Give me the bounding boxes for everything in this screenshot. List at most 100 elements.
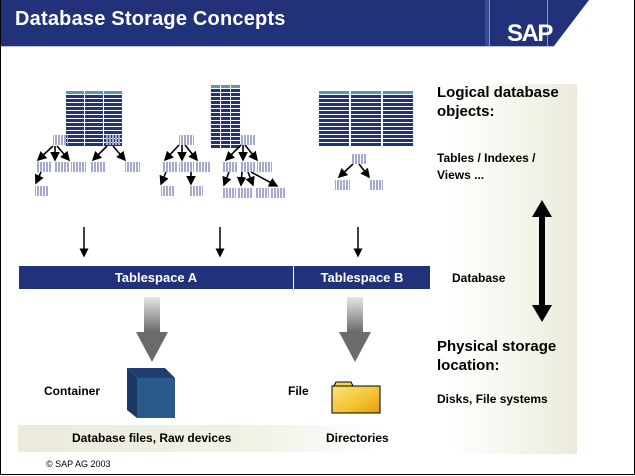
table-row-cell xyxy=(231,117,240,120)
tablespace-bar: Tablespace A Tablespace B xyxy=(19,266,430,289)
table-row-cell xyxy=(221,97,230,100)
file-label: File xyxy=(288,384,309,398)
table-row-cell xyxy=(85,111,103,114)
table-row-cell xyxy=(319,143,349,146)
table-row-cell xyxy=(211,141,220,144)
table-row-cell xyxy=(231,97,240,100)
bottom-band xyxy=(18,425,448,452)
table-icon xyxy=(319,91,413,146)
table-row-cell xyxy=(221,121,230,124)
database-label: Database xyxy=(452,271,506,285)
storage-arrow-a xyxy=(136,297,168,362)
table-row-cell xyxy=(383,143,413,146)
table-row-cell xyxy=(66,103,84,106)
table-row-cell xyxy=(221,93,230,96)
table-row-cell xyxy=(85,139,103,142)
table-row-cell xyxy=(104,103,122,106)
table-row-cell xyxy=(319,103,349,106)
header-diagonal xyxy=(548,0,589,46)
table-row-cell xyxy=(211,137,220,140)
table-row-cell xyxy=(351,95,381,98)
table-row-cell xyxy=(231,141,240,144)
table-row-cell xyxy=(211,97,220,100)
table-row-cell xyxy=(319,115,349,118)
table-row-cell xyxy=(231,93,240,96)
logical-examples-line1: Tables / Indexes / xyxy=(437,151,536,165)
table-row-cell xyxy=(351,111,381,114)
table-header-cell xyxy=(383,91,413,94)
side-panel xyxy=(447,84,577,454)
table-row-cell xyxy=(85,123,103,126)
table-row-cell xyxy=(66,143,84,146)
table-row-cell xyxy=(383,99,413,102)
table-row-cell xyxy=(231,145,240,148)
table-row-cell xyxy=(221,137,230,140)
table-row-cell xyxy=(85,115,103,118)
table-row-cell xyxy=(211,145,220,148)
table-row-cell xyxy=(383,119,413,122)
table-header-cell xyxy=(104,91,122,94)
cube-icon xyxy=(127,368,175,418)
table-row-cell xyxy=(319,123,349,126)
table-row-cell xyxy=(383,139,413,142)
table-row-cell xyxy=(351,131,381,134)
table-row-cell xyxy=(221,89,230,92)
arrow-down-icon xyxy=(136,332,168,362)
folder-icon xyxy=(331,381,381,414)
arrow-down-icon xyxy=(339,332,371,362)
table-row-cell xyxy=(231,125,240,128)
table-row-cell xyxy=(221,145,230,148)
table-row-cell xyxy=(351,107,381,110)
table-row-cell xyxy=(231,109,240,112)
table-row-cell xyxy=(221,101,230,104)
table-header-cell xyxy=(211,85,220,88)
double-arrow-icon xyxy=(532,200,552,322)
table-row-cell xyxy=(104,115,122,118)
header-band xyxy=(1,0,589,47)
table-header-cell xyxy=(351,91,381,94)
table-row-cell xyxy=(104,99,122,102)
table-row-cell xyxy=(104,131,122,134)
table-row-cell xyxy=(85,107,103,110)
table-row-cell xyxy=(221,113,230,116)
table-row-cell xyxy=(211,89,220,92)
table-row-cell xyxy=(383,115,413,118)
logical-heading-line1: Logical database xyxy=(437,84,559,101)
divider xyxy=(293,266,294,289)
table-row-cell xyxy=(221,129,230,132)
table-row-cell xyxy=(383,135,413,138)
table-row-cell xyxy=(211,121,220,124)
table-row-cell xyxy=(104,107,122,110)
table-row-cell xyxy=(104,127,122,130)
table-row-cell xyxy=(221,109,230,112)
table-row-cell xyxy=(85,119,103,122)
index-blocks xyxy=(35,135,383,198)
table-row-cell xyxy=(383,111,413,114)
table-row-cell xyxy=(231,113,240,116)
storage-arrow-b xyxy=(339,297,371,362)
table-row-cell xyxy=(104,111,122,114)
table-row-cell xyxy=(66,95,84,98)
table-row-cell xyxy=(351,135,381,138)
table-row-cell xyxy=(231,101,240,104)
table-row-cell xyxy=(319,131,349,134)
table-row-cell xyxy=(211,93,220,96)
table-icon xyxy=(211,85,240,148)
table-row-cell xyxy=(231,105,240,108)
table-row-cell xyxy=(383,127,413,130)
table-row-cell xyxy=(211,105,220,108)
table-row-cell xyxy=(231,121,240,124)
table-row-cell xyxy=(66,115,84,118)
table-row-cell xyxy=(66,127,84,130)
table-row-cell xyxy=(104,123,122,126)
table-row-cell xyxy=(211,129,220,132)
tablespace-a: Tablespace A xyxy=(114,270,198,285)
page-title: Database Storage Concepts xyxy=(15,8,286,30)
table-row-cell xyxy=(66,139,84,142)
table-icon xyxy=(66,91,122,146)
table-row-cell xyxy=(319,111,349,114)
table-row-cell xyxy=(211,113,220,116)
table-row-cell xyxy=(221,133,230,136)
